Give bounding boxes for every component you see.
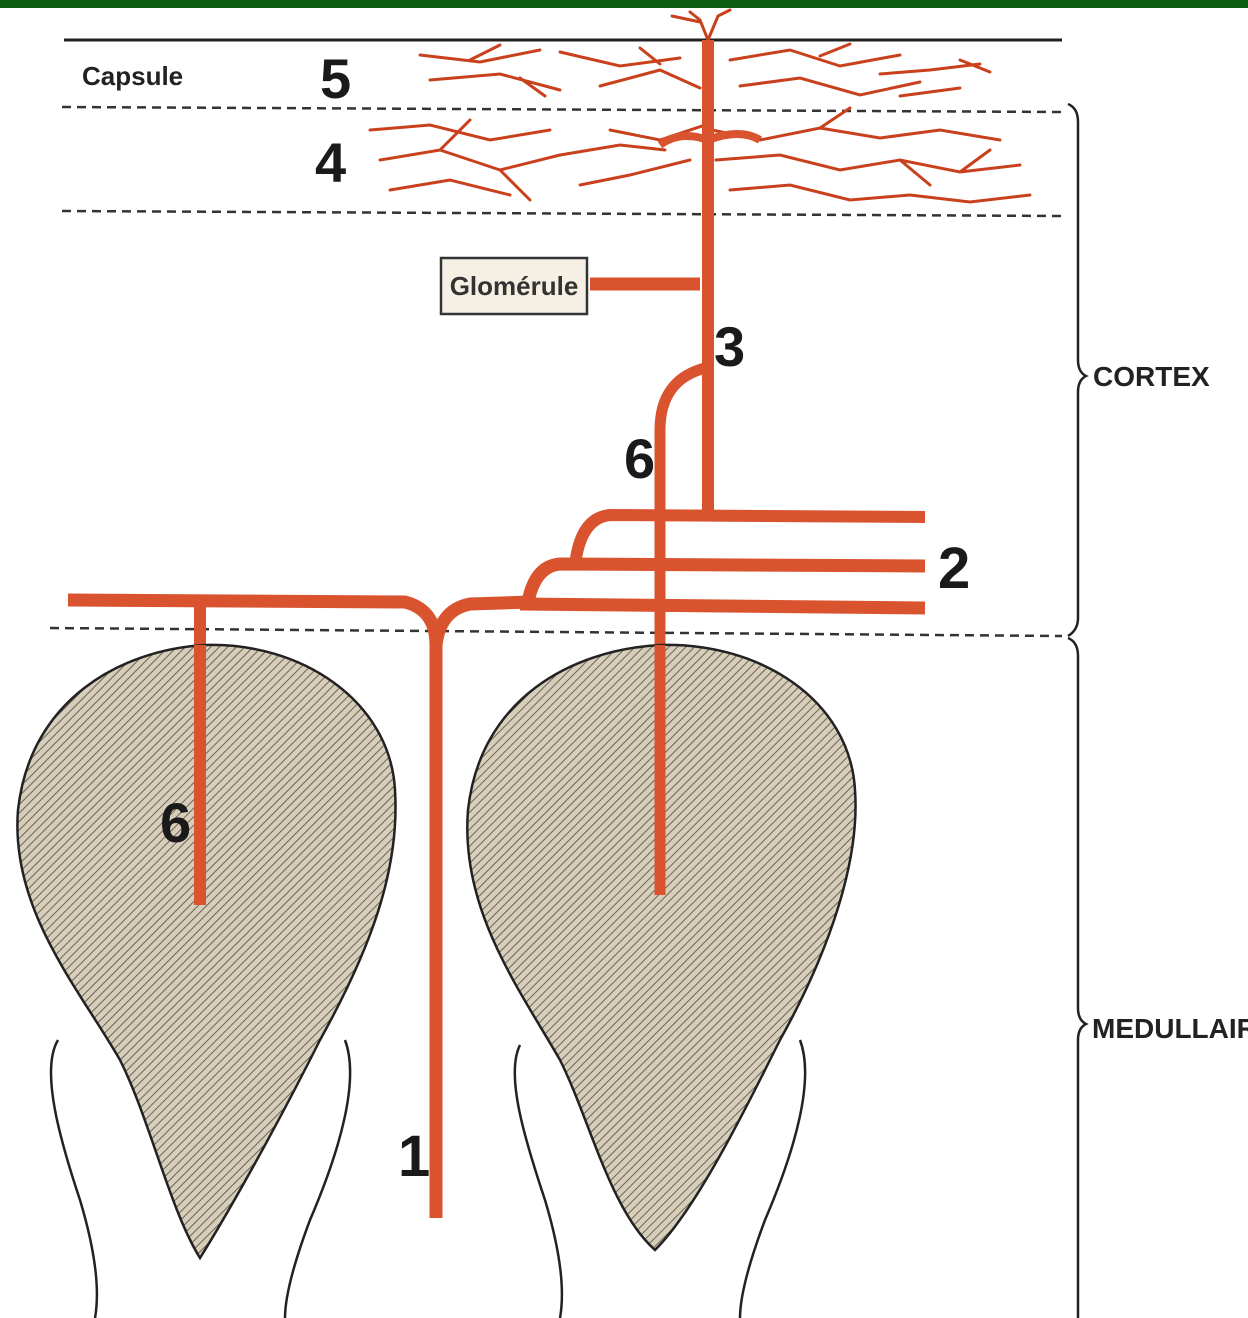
number-5: 5 <box>320 47 351 110</box>
number-2: 2 <box>938 536 970 601</box>
number-4: 4 <box>315 131 346 194</box>
cortex-label: CORTEX <box>1093 361 1210 392</box>
cortex-bracket <box>1068 104 1086 636</box>
arcuate-artery-lower <box>520 604 925 608</box>
medullaire-label: MEDULLAIRE <box>1092 1013 1248 1044</box>
medulla-bracket <box>1068 638 1086 1318</box>
subcapsular-capillary-network <box>370 108 1030 202</box>
subcapsular-separator <box>62 211 1062 216</box>
number-1: 1 <box>398 1124 430 1189</box>
number-3: 3 <box>714 315 745 378</box>
number-6-upper: 6 <box>624 427 655 490</box>
capsule-label: Capsule <box>82 61 183 91</box>
pyramid-left <box>17 645 395 1258</box>
number-6-lower: 6 <box>160 791 191 854</box>
capsule-cortex-separator <box>62 107 1062 112</box>
arcuate-artery-middle <box>528 564 925 602</box>
glomerule-label: Glomérule <box>450 271 579 301</box>
